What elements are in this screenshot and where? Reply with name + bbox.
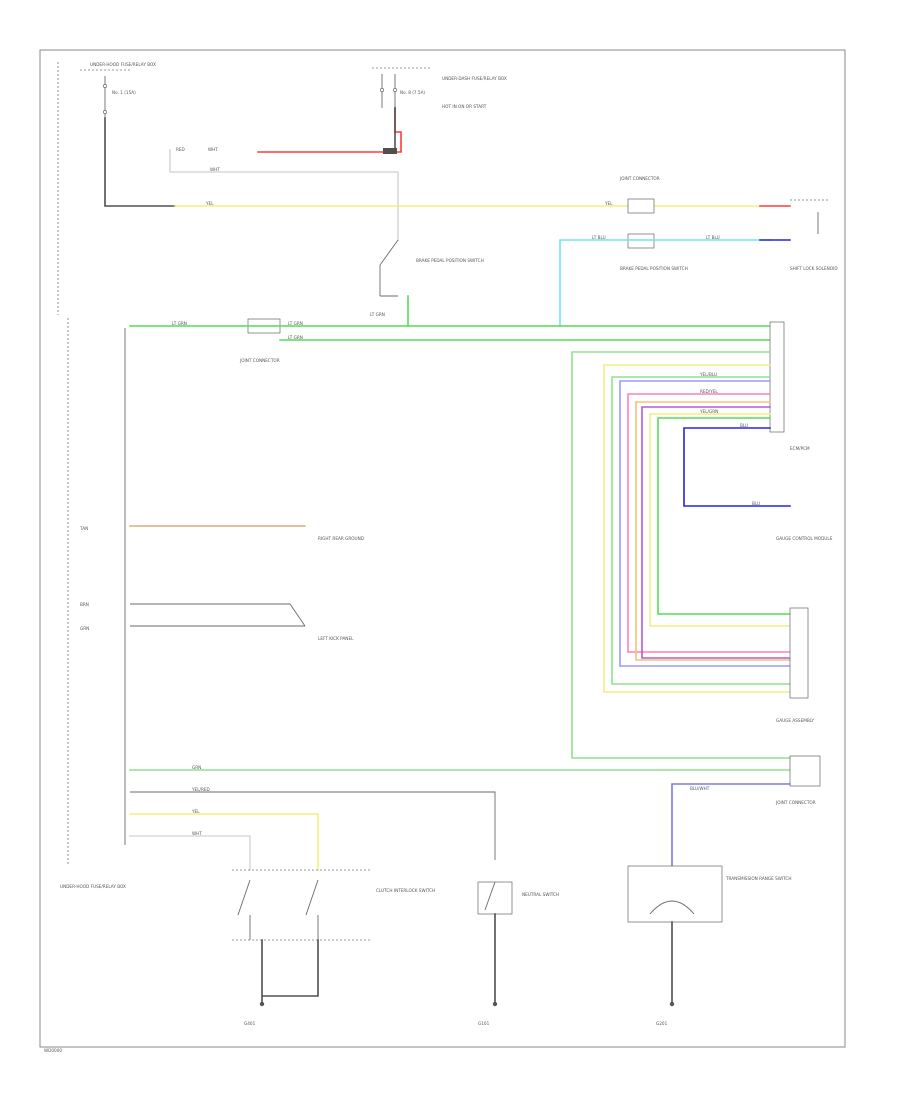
wire-white-low xyxy=(129,835,251,871)
transmission-label: TRANSMISSION RANGE SWITCH xyxy=(725,876,792,881)
joint-connector-top: JOINT CONNECTOR xyxy=(619,176,660,249)
wire-orange xyxy=(635,401,791,661)
ecm-connector: ECM/PCM xyxy=(769,321,810,451)
wire-blue-2 xyxy=(619,380,791,667)
fuse-top-title: UNDER-DASH FUSE/RELAY BOX xyxy=(442,76,507,81)
wire-yellow-2 xyxy=(603,364,791,693)
right-ground-label: G201 xyxy=(656,1021,668,1026)
wire-yellow-low xyxy=(129,813,319,871)
label-yel-top-2: YEL xyxy=(604,201,613,206)
label-ltgrn-2: LT GRN xyxy=(288,321,303,326)
label-blu-2: BLU xyxy=(752,501,760,506)
brake-pedal-switch: BRAKE PEDAL POSITION SWITCH xyxy=(379,239,484,297)
left-component-label: UNDER-HOOD FUSE/RELAY BOX xyxy=(60,884,126,889)
diagram-frame xyxy=(39,49,846,1048)
label-wht-2: WHT xyxy=(210,167,220,172)
wire-green-3 xyxy=(571,351,791,759)
neutral-switch-label: NEUTRAL SWITCH xyxy=(522,892,559,897)
gauge-connector: GAUGE ASSEMBLY xyxy=(776,607,814,723)
label-yel-blu: YEL/BLU xyxy=(699,372,717,377)
fuse-left-title: UNDER-HOOD FUSE/RELAY BOX xyxy=(90,62,156,67)
label-red-yel: RED/YEL xyxy=(700,389,718,394)
wire-red-top xyxy=(257,107,402,153)
label-ltblu-1: LT BLU xyxy=(592,235,606,240)
fuse-top-note: HOT IN ON OR START xyxy=(442,104,487,109)
label-ltgrn-3: LT GRN xyxy=(288,335,303,340)
gauge-control-label: GAUGE CONTROL MODULE xyxy=(776,536,833,541)
neutral-switch: NEUTRAL SWITCH xyxy=(477,881,559,915)
footer-code: WD0000 xyxy=(44,1048,62,1053)
label-yel-grn: YEL/GRN xyxy=(699,409,718,414)
label-red-top: RED xyxy=(176,147,185,152)
label-grn-low: GRN xyxy=(192,765,201,770)
clutch-switch-label: CLUTCH INTERLOCK SWITCH xyxy=(376,888,435,893)
label-grn-1: GRN xyxy=(80,626,89,631)
wire-blue-ecm xyxy=(683,427,791,507)
fuse-box-top: UNDER-DASH FUSE/RELAY BOX HOT IN ON OR S… xyxy=(372,67,507,109)
gauge-assembly-label: GAUGE ASSEMBLY xyxy=(776,718,814,723)
label-blu-wht: BLU/WHT xyxy=(690,786,710,791)
label-yel-red-low: YEL/RED xyxy=(191,787,210,792)
label-wht-top: WHT xyxy=(208,147,218,152)
wire-gray-low xyxy=(130,791,496,860)
clutch-switch-block: CLUTCH INTERLOCK SWITCH xyxy=(232,869,435,941)
label-ltgrn-brake: LT GRN xyxy=(370,312,385,317)
wire-gray-left-top xyxy=(104,117,176,207)
right-rear-label: RIGHT REAR GROUND xyxy=(318,536,364,541)
left-kick-label: LEFT KICK PANEL xyxy=(318,636,354,641)
wire-green-5 xyxy=(657,417,791,615)
label-wht-low: WHT xyxy=(192,831,202,836)
wire-green-4 xyxy=(611,376,791,685)
fuse-top-fuse: No. 8 (7.5A) xyxy=(400,90,425,95)
fuse-box-left: UNDER-HOOD FUSE/RELAY BOX No. 1 (15A) xyxy=(80,62,156,118)
lower-right-connector: JOINT CONNECTOR xyxy=(775,755,821,805)
brake-switch-label: BRAKE PEDAL POSITION SWITCH xyxy=(416,258,484,263)
fuse-left-fuse: No. 1 (15A) xyxy=(112,90,136,95)
ecm-label: ECM/PCM xyxy=(790,446,810,451)
lower-right-label: JOINT CONNECTOR xyxy=(775,800,816,805)
wire-blue-low xyxy=(671,783,791,867)
wire-pink xyxy=(627,393,791,653)
center-ground-label: G101 xyxy=(478,1021,490,1026)
wire-black-clutch xyxy=(261,939,319,1003)
shift-lock-solenoid: SHIFT LOCK SOLENOID xyxy=(790,199,838,271)
label-tan: TAN xyxy=(79,526,88,531)
label-blu-ecm: BLU xyxy=(740,423,748,428)
label-ltgrn-1: LT GRN xyxy=(172,321,187,326)
wire-lightblue xyxy=(559,239,771,327)
wire-violet xyxy=(641,406,791,659)
label-ltblu-2: LT BLU xyxy=(706,235,720,240)
wire-yellow-3 xyxy=(649,413,791,627)
joint-connector-label: JOINT CONNECTOR xyxy=(619,176,660,181)
wire-white-top xyxy=(169,149,399,241)
joint-lower-label: BRAKE PEDAL POSITION SWITCH xyxy=(620,266,688,271)
shift-lock-label: SHIFT LOCK SOLENOID xyxy=(790,266,838,271)
left-ground-label: G401 xyxy=(244,1021,256,1026)
joint-mid-label: JOINT CONNECTOR xyxy=(239,358,280,363)
wire-gray-2 xyxy=(130,603,306,627)
transmission-range-switch: TRANSMISSION RANGE SWITCH xyxy=(627,865,792,923)
label-yel-low: YEL xyxy=(191,809,200,814)
label-brn-1: BRN xyxy=(80,602,89,607)
label-yel-top: YEL xyxy=(205,201,214,206)
